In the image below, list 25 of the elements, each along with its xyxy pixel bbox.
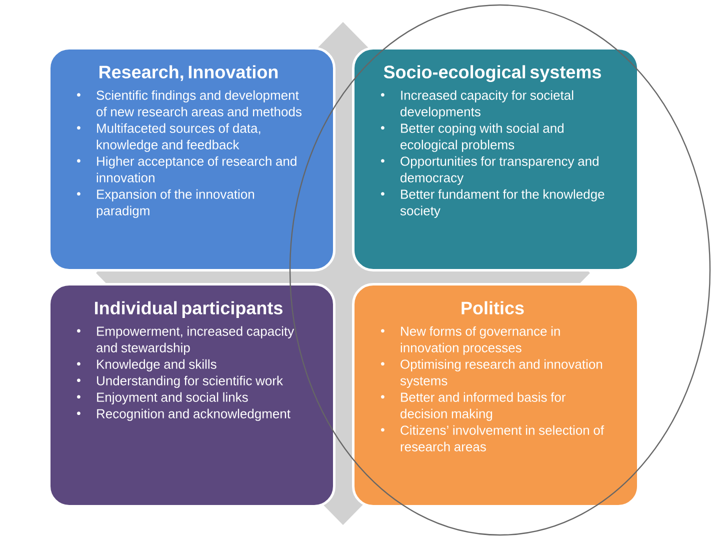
quadrant-box xyxy=(352,283,640,508)
quadrant-box xyxy=(352,47,640,272)
bullet-item: Empowerment, increased capacity and stewardship xyxy=(77,326,294,355)
quadrant-box xyxy=(48,283,336,508)
quadrant-box xyxy=(48,47,336,272)
bullet-item: Knowledge and skills xyxy=(77,359,216,372)
box-heading: Socio-ecological systems xyxy=(384,65,601,82)
bullet-item: Higher acceptance of research and innovation xyxy=(77,156,296,182)
box-heading: Research, Innovation xyxy=(100,65,278,82)
bullet-item: Better and informed basis for decision making xyxy=(381,392,566,421)
bullet-item: Citizens’ involvement in selection of research areas xyxy=(381,425,604,452)
bullet-item: Recognition and acknowledgment xyxy=(77,408,290,421)
bullet-item: Optimising research and innovation systems xyxy=(381,359,602,388)
bullet-item: New forms of governance in innovation processes xyxy=(381,326,560,355)
bullet-item: Opportunities for transparency and democracy xyxy=(381,156,598,185)
bullet-item: Enjoyment and social links xyxy=(77,392,248,404)
box-heading: Individual participants xyxy=(95,301,282,318)
bullet-item: Multifaceted sources of data, knowledge and feedback xyxy=(77,123,260,152)
bullet-item: Better fundament for the knowledge society xyxy=(381,189,604,218)
bullet-item: Understanding for scientific work xyxy=(77,376,284,388)
bullet-item: Better coping with social and ecological problems xyxy=(381,123,564,152)
bullet-item: Scientific findings and development of new research areas and methods xyxy=(77,90,302,116)
bullet-item: Increased capacity for societal developments xyxy=(381,90,574,119)
box-heading: Politics xyxy=(462,301,524,314)
bullet-item: Expansion of the innovation paradigm xyxy=(77,189,254,218)
